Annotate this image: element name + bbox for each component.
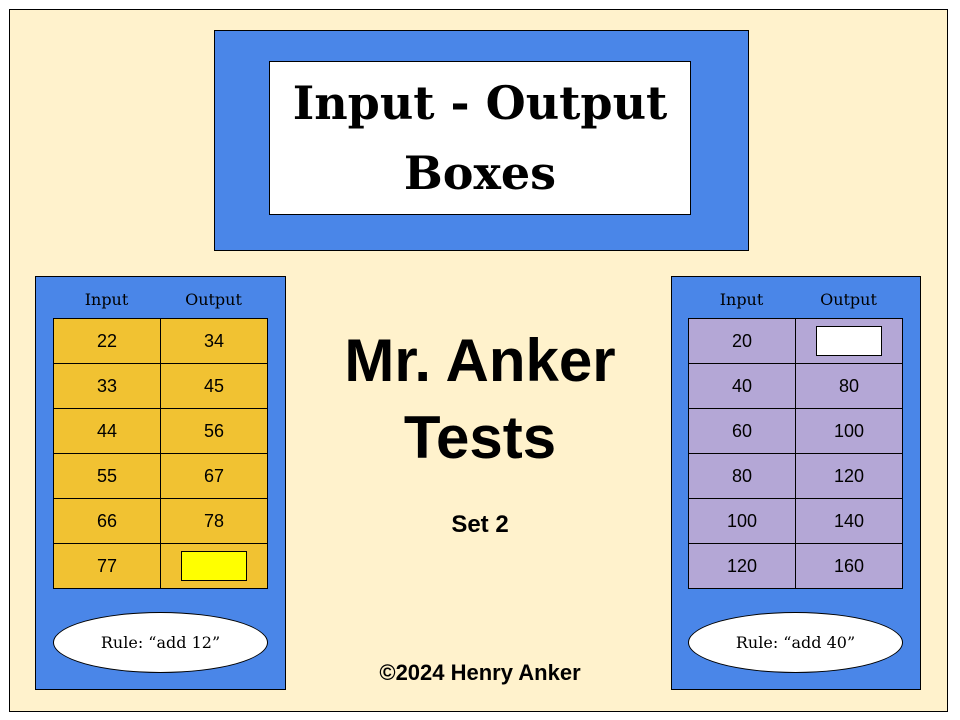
left-input-header: Input [84,290,129,309]
output-cell: 80 [795,363,903,409]
input-cell: 120 [688,543,796,589]
output-cell: 34 [160,318,268,364]
input-cell: 33 [53,363,161,409]
answer-box[interactable] [181,551,247,581]
output-cell: 67 [160,453,268,499]
subtitle-line1: Mr. Anker [344,327,616,394]
copyright: ©2024 Henry Anker [379,660,581,685]
right-output-header: Output [820,290,877,309]
set-label: Set 2 [451,511,509,538]
input-cell: 66 [53,498,161,544]
table-row: 20 [688,318,903,364]
answer-box[interactable] [816,326,882,356]
input-cell: 55 [53,453,161,499]
input-cell: 60 [688,408,796,454]
input-cell: 40 [688,363,796,409]
right-rule: Rule: “add 40” [688,612,903,673]
output-cell: 100 [795,408,903,454]
output-cell: 78 [160,498,268,544]
input-cell: 77 [53,543,161,589]
output-cell [795,318,903,364]
output-cell: 160 [795,543,903,589]
subtitle-line2: Tests [403,404,557,471]
output-cell: 56 [160,408,268,454]
input-cell: 100 [688,498,796,544]
input-cell: 20 [688,318,796,364]
table-row: 77 [53,543,268,589]
output-cell: 45 [160,363,268,409]
output-cell [160,543,268,589]
left-output-header: Output [185,290,242,309]
right-input-header: Input [719,290,764,309]
output-cell: 140 [795,498,903,544]
input-cell: 44 [53,408,161,454]
output-cell: 120 [795,453,903,499]
input-cell: 22 [53,318,161,364]
left-rule: Rule: “add 12” [53,612,268,673]
page-title: Input - Output Boxes [269,61,691,215]
input-cell: 80 [688,453,796,499]
